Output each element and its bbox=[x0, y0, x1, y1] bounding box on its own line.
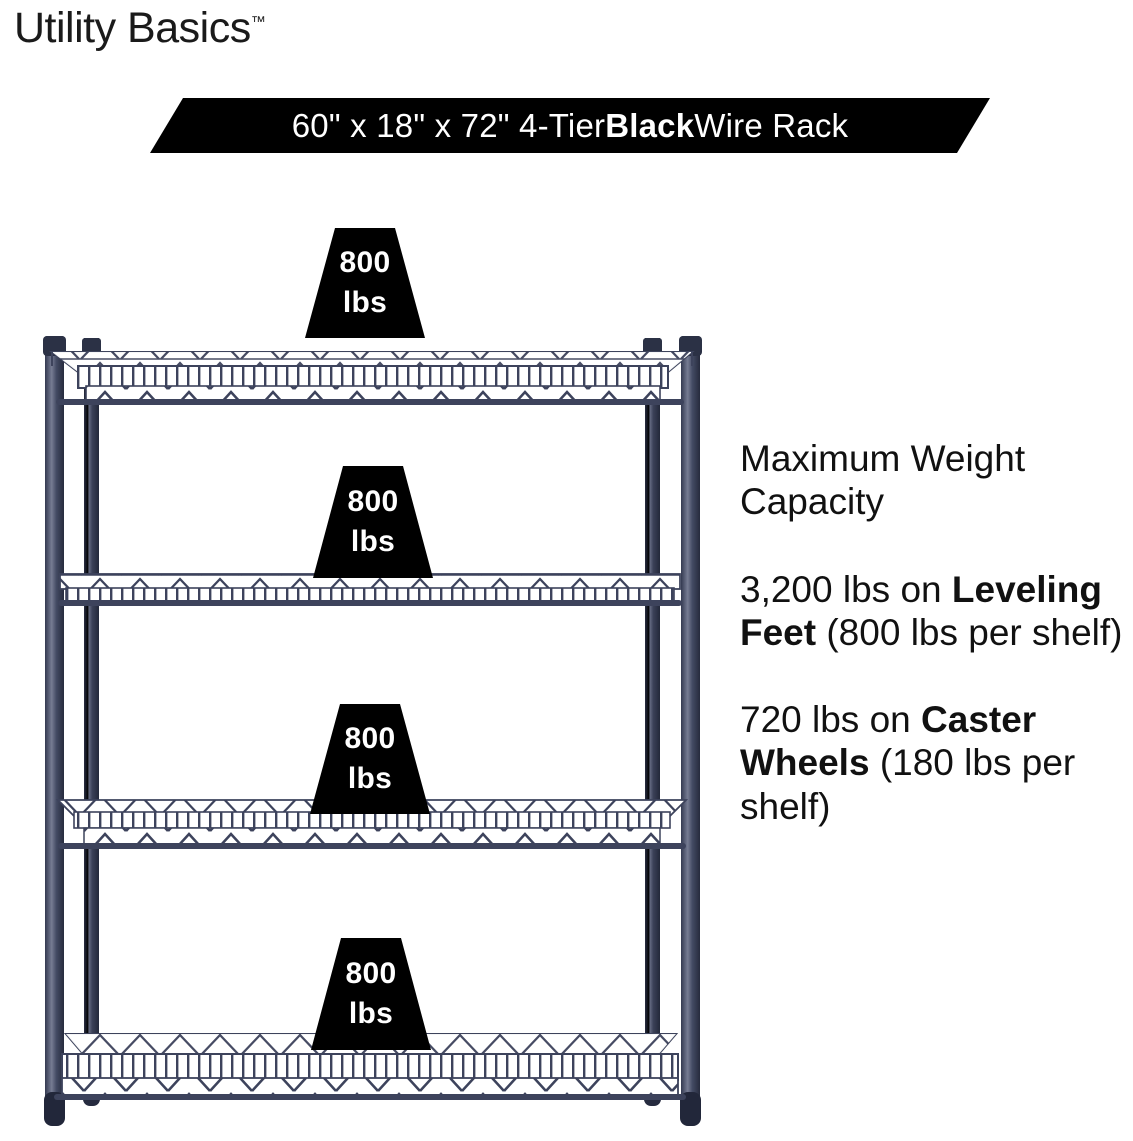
banner-prefix: 60" x 18" x 72" 4-Tier bbox=[291, 106, 606, 144]
leveling-foot-left bbox=[44, 1092, 65, 1126]
badge-unit: lbs bbox=[348, 997, 394, 1030]
leveling-foot-right bbox=[680, 1092, 701, 1126]
paragraph-lead: 720 lbs on bbox=[740, 699, 922, 741]
rack-svg bbox=[43, 336, 702, 1126]
badge-text: 800 lbs bbox=[310, 704, 430, 814]
banner-background bbox=[150, 98, 990, 153]
capacity-paragraph-caster-wheels: 720 lbs on Caster Wheels (180 lbs per sh… bbox=[740, 698, 1125, 828]
paragraph-lead: 3,200 lbs on bbox=[740, 568, 952, 610]
badge-text: 800 lbs bbox=[305, 228, 425, 338]
capacity-heading: Maximum Weight Capacity bbox=[740, 438, 1026, 523]
brand-name: Utility Basics bbox=[14, 4, 251, 52]
badge-value: 800 bbox=[344, 722, 396, 756]
paragraph-tail: (800 lbs per shelf) bbox=[816, 611, 1123, 653]
weight-badge-tier-1: 800 lbs bbox=[305, 228, 425, 338]
capacity-copy: Maximum Weight Capacity 3,200 lbs on Lev… bbox=[740, 437, 1125, 828]
brand-logo: Utility Basics™ bbox=[14, 4, 266, 53]
badge-value: 800 bbox=[339, 246, 391, 280]
paragraph-tail: (180 lbs per shelf) bbox=[740, 742, 1076, 827]
banner-emphasis: Black bbox=[605, 106, 695, 144]
badge-unit: lbs bbox=[350, 525, 396, 558]
shelf-tier-2 bbox=[58, 573, 682, 606]
paragraph-emphasis: Leveling Feet bbox=[740, 568, 1102, 653]
banner-suffix: Wire Rack bbox=[694, 106, 849, 144]
badge-text: 800 lbs bbox=[313, 466, 433, 578]
weight-badge-tier-2: 800 lbs bbox=[313, 466, 433, 578]
shelf-tier-1 bbox=[49, 351, 695, 405]
badge-text: 800 lbs bbox=[311, 938, 431, 1050]
paragraph-emphasis: Caster Wheels bbox=[740, 699, 1037, 784]
badge-value: 800 bbox=[347, 485, 399, 519]
shelf-tier-3 bbox=[55, 799, 689, 849]
wire-rack-illustration bbox=[43, 336, 702, 1126]
weight-badge-tier-3: 800 lbs bbox=[310, 704, 430, 814]
banner-text: 60" x 18" x 72" 4-Tier Black Wire Rack bbox=[150, 98, 990, 153]
badge-unit: lbs bbox=[347, 762, 393, 795]
badge-unit: lbs bbox=[342, 286, 388, 319]
rack-posts bbox=[43, 336, 702, 1126]
title-banner: 60" x 18" x 72" 4-Tier Black Wire Rack bbox=[150, 98, 990, 153]
weight-badge-tier-4: 800 lbs bbox=[311, 938, 431, 1050]
badge-value: 800 bbox=[345, 957, 397, 991]
trademark-symbol: ™ bbox=[250, 13, 266, 31]
capacity-paragraph-leveling-feet: 3,200 lbs on Leveling Feet (800 lbs per … bbox=[740, 568, 1125, 655]
